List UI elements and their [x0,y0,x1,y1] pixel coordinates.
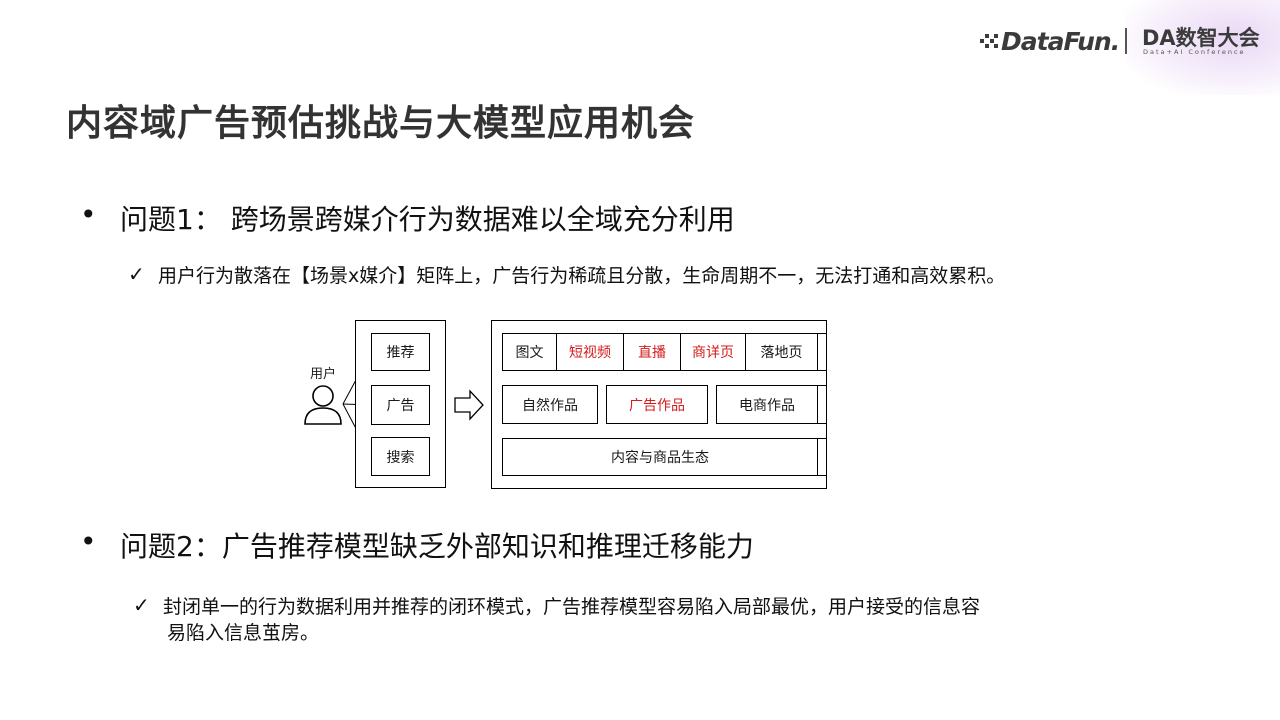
issue1-heading: • 问题1： 跨场景跨媒介行为数据难以全域充分利用 [80,198,735,238]
media-cell-landing-page: 落地页 [745,333,818,371]
ecosystem-cell-overflow [817,438,827,476]
media-cell-product-page: 商详页 [680,333,746,371]
bullet-icon: • [80,525,97,558]
content-cell-overflow [817,385,827,424]
issue1-detail: ✓ 用户行为散落在【场景x媒介】矩阵上，广告行为稀疏且分散，生命周期不一，无法打… [128,261,1006,291]
slide-title: 内容域广告预估挑战与大模型应用机会 [66,103,696,144]
issue1-detail-text: 用户行为散落在【场景x媒介】矩阵上，广告行为稀疏且分散，生命周期不一，无法打通和… [158,265,1006,287]
issue2-detail: ✓ 封闭单一的行为数据利用并推荐的闭环模式，广告推荐模型容易陷入局部最优，用户接… [133,592,1203,648]
da-conference-logo: DA数智大会 [1142,26,1260,50]
user-icon [304,385,342,425]
datafun-logo-text: DataFun. [1001,26,1120,56]
datafun-logo: DataFun. [980,26,1120,56]
issue2-heading-text: 问题2：广告推荐模型缺乏外部知识和推理迁移能力 [120,530,754,563]
scene-recommend: 推荐 [371,333,430,371]
user-label: 用户 [310,367,337,382]
arrow-right-icon [454,389,484,421]
logo-divider [1125,28,1127,54]
issue1-heading-text: 问题1： 跨场景跨媒介行为数据难以全域充分利用 [120,203,735,236]
datafun-dots-icon [980,32,998,50]
scene-search: 搜索 [371,437,430,476]
ecosystem-cell: 内容与商品生态 [502,438,818,476]
content-cell-ecommerce: 电商作品 [716,385,818,424]
media-cell-graphic-text: 图文 [502,333,557,371]
media-cell-live: 直播 [623,333,681,371]
content-cell-organic: 自然作品 [502,385,598,424]
content-cell-ad: 广告作品 [606,385,708,424]
scene-ads: 广告 [371,385,430,425]
issue2-detail-line1: 封闭单一的行为数据利用并推荐的闭环模式，广告推荐模型容易陷入局部最优，用户接受的… [163,596,981,618]
issue2-heading: • 问题2：广告推荐模型缺乏外部知识和推理迁移能力 [80,525,754,565]
check-icon: ✓ [133,593,150,617]
check-icon: ✓ [128,262,145,286]
da-conference-subtitle: Data+AI Conference [1143,48,1246,56]
issue2-detail-line2: 易陷入信息茧房。 [167,622,320,644]
media-cell-overflow [817,333,827,371]
bullet-icon: • [80,198,97,231]
media-cell-short-video: 短视频 [556,333,624,371]
brand-background [1125,0,1280,95]
